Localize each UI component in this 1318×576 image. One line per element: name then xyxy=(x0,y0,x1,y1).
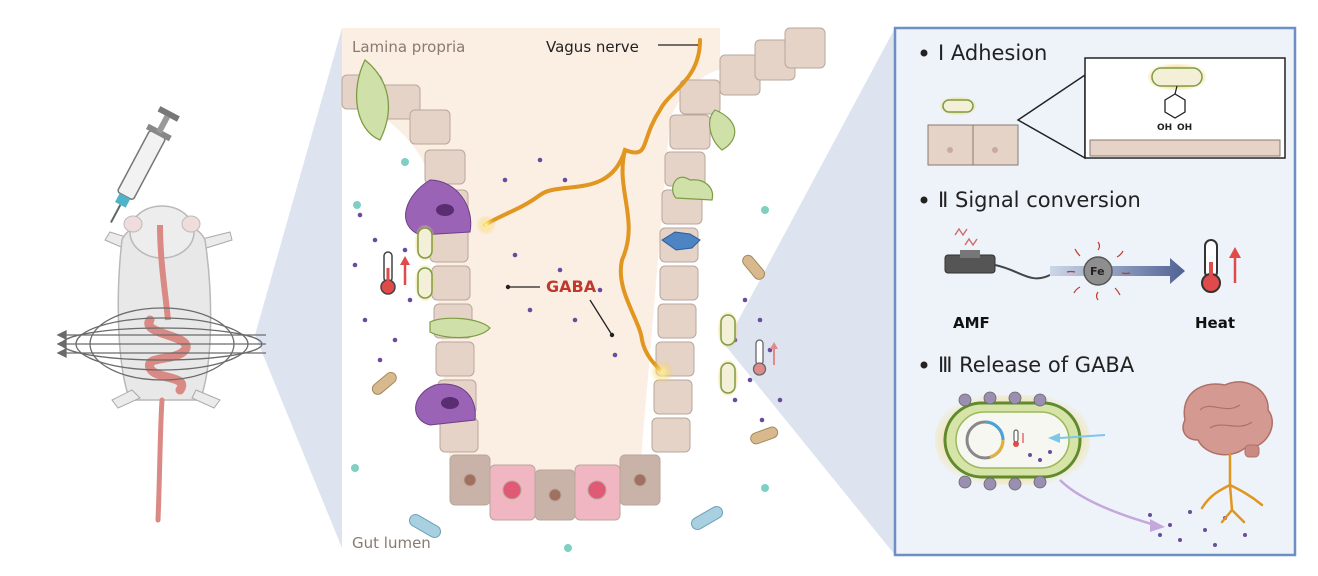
commensal-bacteria xyxy=(371,254,779,538)
thermometer-icon xyxy=(1201,239,1241,293)
hydroxyl-label-1: OH xyxy=(1157,123,1172,133)
magnet-device-icon xyxy=(944,227,1051,280)
step-release-gaba-label: Ⅲ Release of GABA xyxy=(938,353,1135,377)
goblet-cell-right xyxy=(672,176,714,201)
goblet-cell-mid-left xyxy=(429,317,491,339)
neuron-icon xyxy=(1200,453,1264,524)
gaba-molecules xyxy=(352,157,783,423)
plasmid-icon xyxy=(965,420,1005,460)
thermometer-icon xyxy=(752,339,778,376)
vagus-nerve-label: Vagus nerve xyxy=(546,38,639,56)
gut-lumen-area xyxy=(342,70,720,555)
brain-icon xyxy=(1182,381,1273,458)
step-adhesion-label: Ⅰ Adhesion xyxy=(938,41,1047,65)
villus-panel: Lamina propria Vagus nerve GABA Gut lume… xyxy=(341,27,826,555)
heat-label: Heat xyxy=(1195,314,1235,332)
step-signal-conversion-label: Ⅱ Signal conversion xyxy=(938,188,1141,212)
vagus-nerve xyxy=(483,38,702,374)
bacterium-icon xyxy=(415,225,738,396)
conversion-arrow xyxy=(1050,258,1185,284)
adhesion-illustration: OH OH xyxy=(927,57,1286,166)
mechanism-panel: Ⅰ Adhesion OH OH Ⅱ Signal conversion xyxy=(893,26,1297,557)
gut-lumen-label: Gut lumen xyxy=(352,534,431,552)
thermometer-icon xyxy=(380,251,410,295)
goblet-cell-right-top xyxy=(709,109,736,151)
magnetic-field-icon xyxy=(56,307,266,381)
hydroxyl-label-2: OH xyxy=(1177,123,1192,133)
immune-cell-blue xyxy=(661,231,701,251)
zoom-wedge-right xyxy=(725,28,895,555)
syringe-icon xyxy=(110,106,180,223)
gaba-label: GABA xyxy=(546,277,597,296)
iron-nanoparticle-icon xyxy=(1066,241,1131,301)
lamina-propria-label: Lamina propria xyxy=(352,38,465,56)
zoom-wedge-left xyxy=(255,28,342,548)
crypt-cells xyxy=(449,454,661,521)
epithelium-top-right xyxy=(719,27,826,96)
amf-label: AMF xyxy=(953,314,990,332)
fe-label: Fe xyxy=(1090,265,1105,278)
goblet-cell-top-left xyxy=(355,58,390,141)
engineered-bacterium-detail xyxy=(935,391,1106,491)
mouse-illustration xyxy=(56,106,266,523)
